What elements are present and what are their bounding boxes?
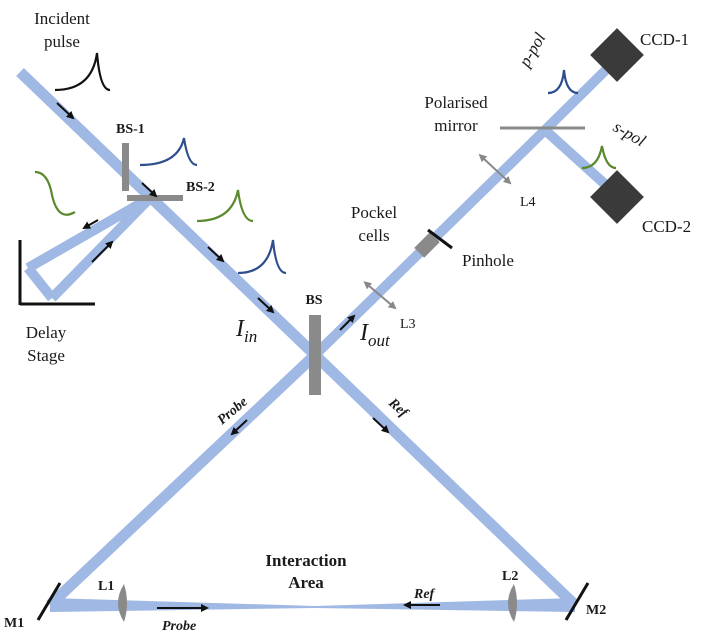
bs1-pulse-icon bbox=[139, 137, 198, 167]
i-in-label: Iin bbox=[235, 316, 257, 346]
bs-label: BS bbox=[305, 293, 322, 308]
ref-diag-label: Ref bbox=[385, 395, 412, 421]
ccd1-label: CCD-1 bbox=[640, 30, 689, 49]
incident-label-1: Incident bbox=[34, 9, 90, 28]
probe-bottom-label: Probe bbox=[162, 619, 196, 634]
bs1-label: BS-1 bbox=[116, 122, 145, 137]
i-out-label: Iout bbox=[359, 320, 391, 350]
l3-arrow bbox=[363, 281, 397, 310]
s-pol-label: s-pol bbox=[610, 117, 649, 151]
pinhole-element bbox=[427, 228, 453, 250]
l3-label: L3 bbox=[400, 317, 416, 332]
optics bbox=[18, 126, 590, 622]
p-pol-pulse-icon bbox=[547, 69, 579, 95]
polarised-label-2: mirror bbox=[434, 116, 478, 135]
interaction-beam bbox=[50, 598, 575, 612]
l1-label: L1 bbox=[98, 579, 114, 594]
ref-beam-diagonal bbox=[311, 351, 579, 609]
incident-pulse-icon bbox=[54, 52, 111, 92]
bs1-element bbox=[122, 143, 129, 191]
pockel-cell bbox=[414, 232, 440, 258]
beam-arrows bbox=[56, 102, 440, 612]
l2-label: L2 bbox=[502, 569, 518, 584]
m2-label: M2 bbox=[586, 603, 606, 618]
delay-beam-lower bbox=[48, 194, 154, 302]
bs2-pulse-icon bbox=[196, 189, 254, 223]
delay-beam-vertical bbox=[24, 264, 56, 302]
delay-label-2: Stage bbox=[27, 346, 65, 365]
pulses bbox=[34, 52, 617, 275]
bs-element bbox=[309, 315, 321, 395]
interaction-label-1: Interaction bbox=[265, 551, 347, 570]
l4-arrow bbox=[478, 153, 512, 185]
ref-bottom-label: Ref bbox=[413, 587, 436, 602]
polarised-label-1: Polarised bbox=[424, 93, 488, 112]
l2-lens bbox=[508, 584, 517, 622]
m1-mirror bbox=[36, 582, 62, 621]
p-pol-label: p-pol bbox=[515, 29, 550, 71]
delay-label-1: Delay bbox=[26, 323, 67, 342]
mid-pulse-icon bbox=[237, 239, 287, 275]
delay-beam-upper bbox=[25, 193, 153, 273]
incident-label-2: pulse bbox=[44, 32, 80, 51]
ccd2-label: CCD-2 bbox=[642, 217, 691, 236]
l4-label: L4 bbox=[520, 195, 536, 210]
probe-beam-diagonal bbox=[46, 350, 319, 610]
s-pol-pulse-icon bbox=[581, 145, 617, 170]
delay-stage-element bbox=[18, 240, 95, 306]
bs2-element bbox=[127, 195, 183, 201]
pockel-label-1: Pockel bbox=[351, 203, 398, 222]
pockel-label-2: cells bbox=[358, 226, 389, 245]
interaction-label-2: Area bbox=[288, 573, 324, 592]
pinhole-label: Pinhole bbox=[462, 251, 514, 270]
delay-pulse-icon bbox=[34, 170, 76, 216]
m2-mirror bbox=[564, 582, 590, 621]
m1-label: M1 bbox=[4, 616, 24, 631]
bs2-label: BS-2 bbox=[186, 180, 215, 195]
l1-lens bbox=[118, 584, 127, 622]
